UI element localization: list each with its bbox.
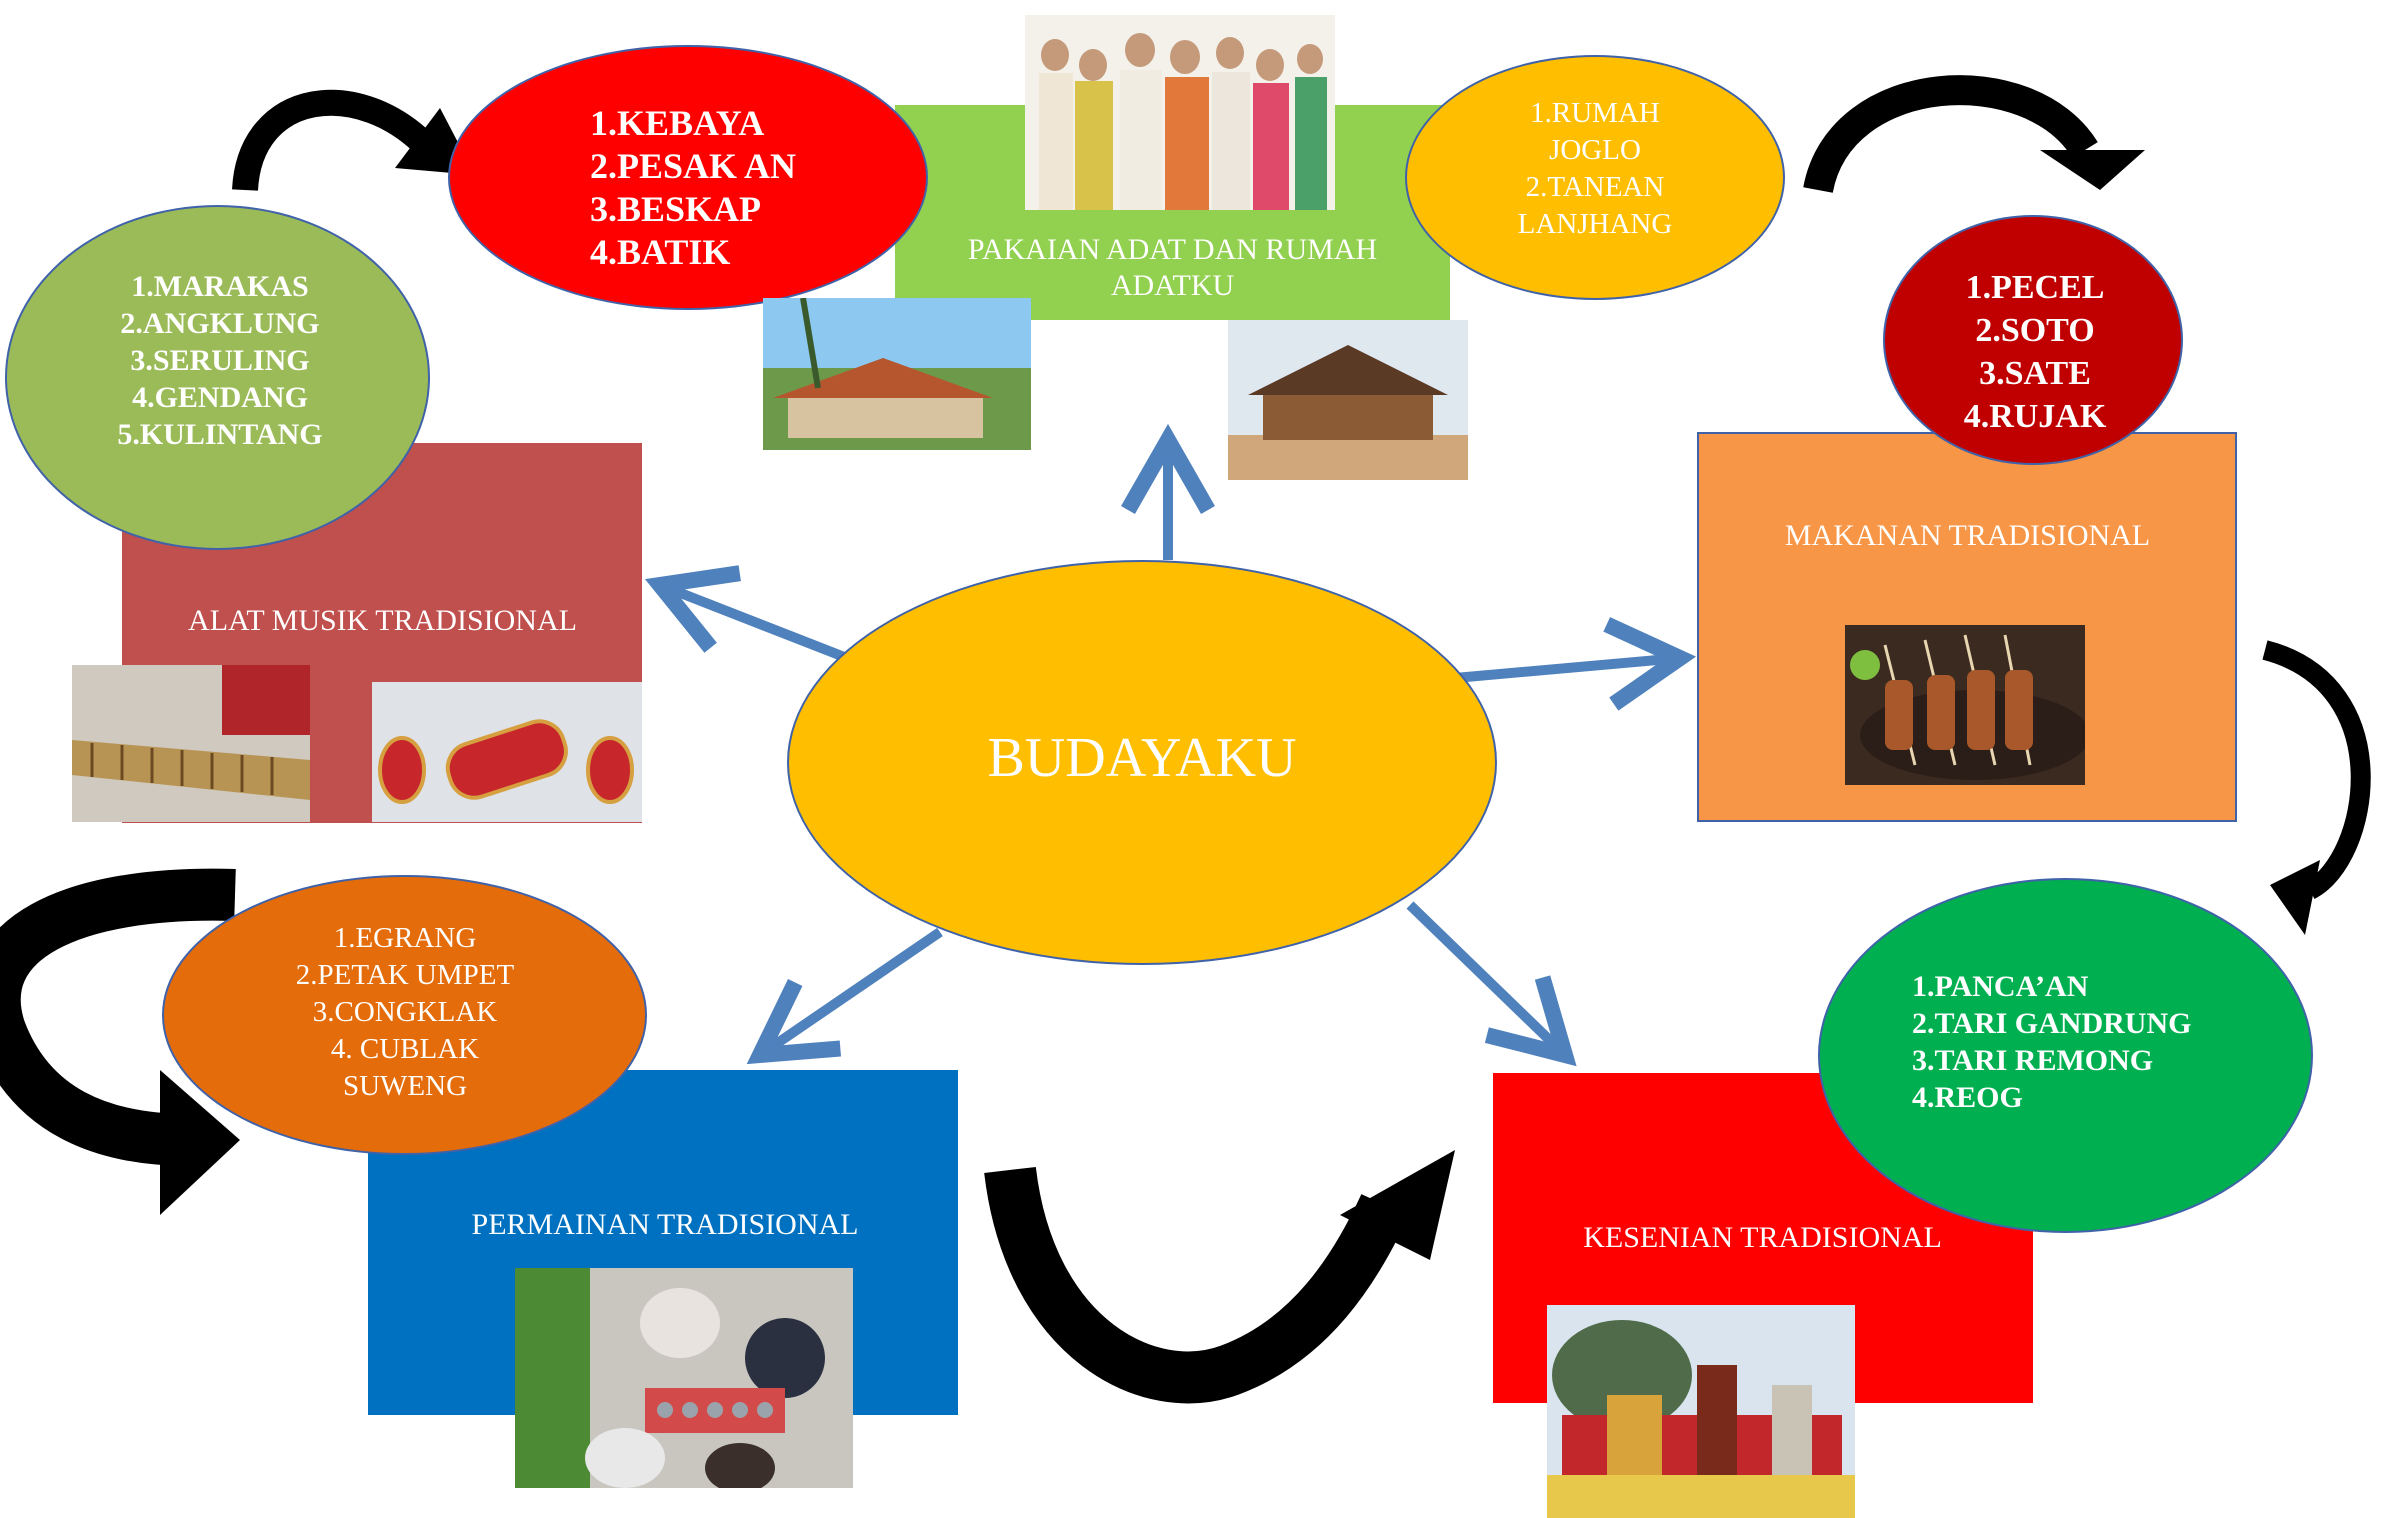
clothing-ellipse: [448, 45, 928, 310]
kesenian-label: KESENIAN TRADISIONAL: [1583, 1221, 1942, 1254]
house-list: 1.RUMAH JOGLO 2.TANEAN LANJHANG: [1517, 97, 1673, 240]
center-ellipse: [787, 560, 1497, 965]
makanan-label: MAKANAN TRADISIONAL: [1784, 519, 2151, 552]
permainan-label: PERMAINAN TRADISIONAL: [471, 1208, 859, 1241]
house-photo-left: [763, 298, 1031, 450]
pakaian-label: PAKAIAN ADAT DAN RUMAH ADATKU: [967, 233, 1378, 302]
food-list: 1.PECEL 2.SOTO 3.SATE 4.RUJAK: [1963, 269, 2107, 435]
music-list: 1.MARAKAS 2.ANGKLUNG 3.SERULING 4.GENDAN…: [117, 270, 323, 451]
curved-arrow-bottom: [984, 1150, 1455, 1404]
arrow-to-musik: [644, 565, 854, 665]
musik-label: ALAT MUSIK TRADISIONAL: [188, 604, 577, 637]
games-photo: [515, 1268, 853, 1488]
arrow-to-permainan: [746, 927, 943, 1065]
curved-arrow-top-left: [232, 89, 475, 192]
music-ellipse: [5, 205, 430, 550]
center-title: BUDAYAKU: [987, 727, 1297, 789]
sate-photo: [1845, 625, 2085, 785]
games-list: 1.EGRANG 2.PETAK UMPET 3.CONGKLAK 4. CUB…: [295, 922, 515, 1102]
curved-arrow-left: [0, 868, 240, 1215]
arts-ellipse: [1818, 878, 2313, 1233]
house-photo-right: [1228, 320, 1468, 480]
traditional-clothing-photo: [1025, 15, 1335, 210]
reog-photo: [1547, 1305, 1855, 1518]
xylophone-photo: [72, 665, 310, 822]
food-ellipse: [1883, 215, 2183, 465]
drums-photo: [372, 682, 642, 822]
arts-list: 1.PANCA’AN 2.TARI GANDRUNG 3.TARI REMONG…: [1912, 970, 2192, 1114]
curved-arrow-top-right: [1803, 75, 2145, 194]
curved-arrow-right: [2262, 640, 2371, 935]
clothing-list: 1.KEBAYA 2.PESAK AN 3.BESKAP 4.BATIK: [590, 103, 797, 272]
arrow-to-kesenian: [1406, 901, 1577, 1067]
arrow-to-makanan: [1454, 617, 1697, 711]
house-ellipse: [1405, 55, 1785, 300]
games-ellipse: [162, 875, 647, 1155]
